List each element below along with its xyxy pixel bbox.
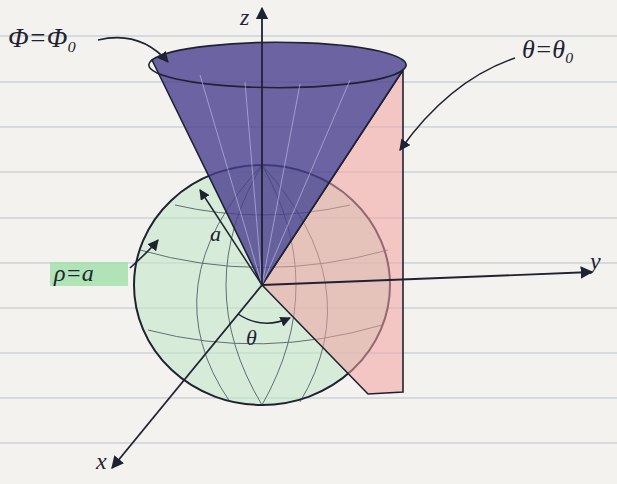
x-axis xyxy=(112,285,262,468)
paper-lines xyxy=(0,36,617,443)
radius-label: a xyxy=(210,222,221,246)
surface-label: Φ=Φ₀ xyxy=(8,24,77,54)
angle-label: θ xyxy=(246,326,257,350)
angle-arc xyxy=(238,314,290,323)
axis-label: z xyxy=(240,4,249,30)
leader-line xyxy=(400,58,515,150)
cone-rulings xyxy=(200,75,350,285)
leader-line xyxy=(98,38,168,62)
radius-arrow xyxy=(200,190,262,285)
axis-label: y xyxy=(590,248,601,274)
surface-label: θ=θ₀ xyxy=(522,36,574,65)
cone xyxy=(152,42,406,285)
z-axis xyxy=(261,8,263,285)
leader-line xyxy=(130,240,158,268)
y-axis xyxy=(262,272,592,285)
cone-rim xyxy=(149,60,403,88)
surface-label: ρ=a xyxy=(54,260,94,286)
axis-label: x xyxy=(96,448,107,474)
